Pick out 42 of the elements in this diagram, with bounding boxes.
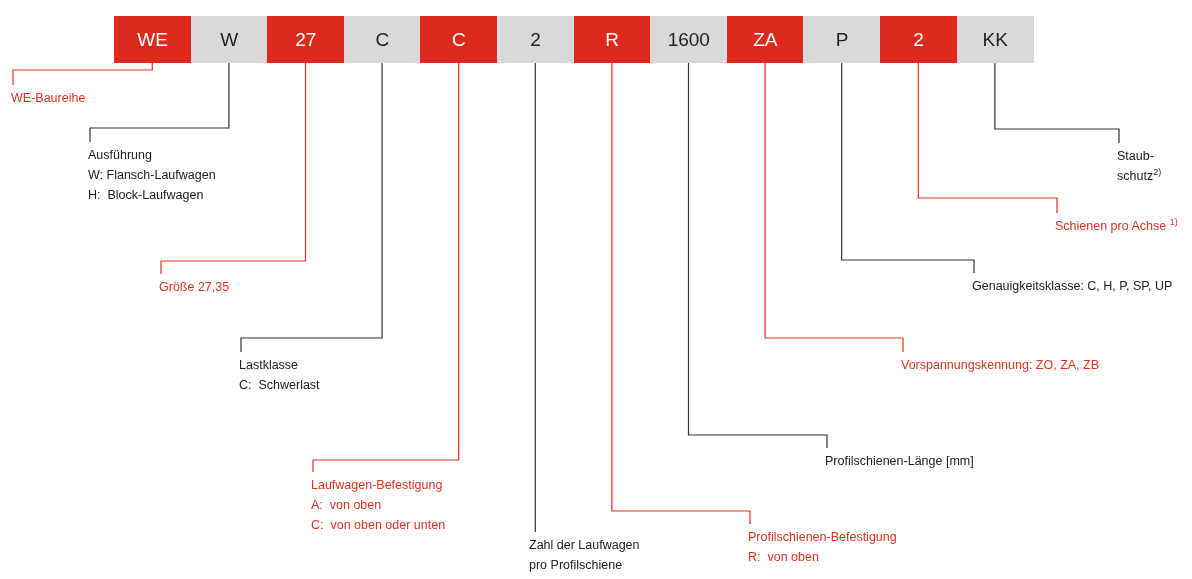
description-text: Größe 27,35 bbox=[159, 274, 230, 297]
leader-line bbox=[89, 62, 230, 143]
leader-line bbox=[534, 62, 536, 533]
leader-line bbox=[764, 62, 904, 353]
leader-line bbox=[841, 62, 975, 274]
leader-line bbox=[240, 62, 383, 353]
leader-line bbox=[160, 62, 307, 275]
code-segment: W bbox=[190, 16, 268, 63]
option-text: C: von oben oder unten bbox=[311, 517, 446, 534]
leader-line bbox=[312, 62, 460, 473]
description-text: Genauigkeitsklasse: C, H, P, SP, UP bbox=[972, 273, 1173, 296]
description-text: Staub- schutz$^{2)}$ bbox=[1117, 143, 1177, 186]
heading-text: Laufwagen-Befestigung bbox=[311, 477, 444, 494]
code-segment: 2 bbox=[497, 16, 575, 63]
code-segment: KK bbox=[956, 16, 1034, 63]
option-text: W: Flansch-Laufwagen bbox=[88, 167, 216, 184]
option-text: C: Schwerlast bbox=[239, 377, 320, 394]
code-segment: 2 bbox=[880, 16, 958, 63]
code-segment: 27 bbox=[267, 16, 345, 63]
description-text: Profilschienen-Länge [mm] bbox=[825, 448, 974, 471]
leader-line bbox=[611, 62, 751, 525]
code-segment: C bbox=[343, 16, 421, 63]
leader-line bbox=[687, 62, 828, 449]
heading-text: Ausführung bbox=[88, 147, 153, 164]
code-segment: ZA bbox=[726, 16, 804, 63]
leader-line bbox=[917, 62, 1058, 214]
code-segment: C bbox=[420, 16, 498, 63]
leader-line bbox=[994, 62, 1120, 144]
option-text: H: Block-Laufwagen bbox=[88, 187, 205, 204]
leader-line bbox=[12, 62, 153, 86]
code-segment: WE bbox=[114, 16, 192, 63]
code-segment: 1600 bbox=[650, 16, 728, 63]
code-segment: P bbox=[803, 16, 881, 63]
option-text: R: von oben bbox=[748, 549, 820, 566]
option-text: A: von oben bbox=[311, 497, 383, 514]
description-text: Schienen pro Achse $^{1)}$ bbox=[1055, 213, 1178, 236]
code-segment: R bbox=[573, 16, 651, 63]
heading-text: Lastklasse bbox=[239, 357, 300, 374]
description-text: Zahl der Laufwagen pro Profilschiene bbox=[529, 532, 654, 575]
heading-text: Profilschienen-Befestigung bbox=[748, 529, 897, 546]
description-text: WE-Baureihe bbox=[11, 85, 86, 108]
description-text: Vorspannungskennung: ZO, ZA, ZB bbox=[901, 352, 1100, 375]
